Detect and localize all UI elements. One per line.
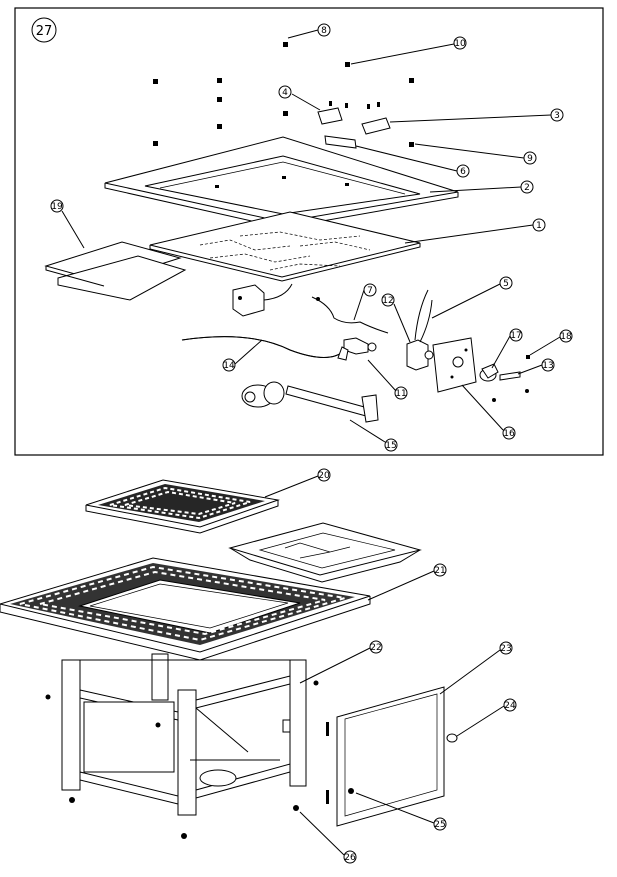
callout-4: 4 [278, 85, 321, 111]
svg-text:11: 11 [395, 389, 406, 399]
callout-11: 11 [367, 359, 408, 400]
svg-text:9: 9 [527, 154, 533, 164]
svg-text:24: 24 [504, 701, 516, 711]
callout-6: 6 [355, 145, 470, 178]
table-frame [45, 653, 319, 839]
svg-text:19: 19 [51, 202, 63, 212]
svg-text:10: 10 [454, 39, 466, 49]
callout-20: 20 [264, 468, 331, 498]
svg-text:8: 8 [321, 26, 327, 36]
svg-text:16: 16 [503, 429, 515, 439]
svg-text:4: 4 [282, 88, 288, 98]
callout-16: 16 [461, 384, 516, 440]
svg-text:12: 12 [382, 296, 393, 306]
svg-text:17: 17 [510, 331, 521, 341]
fire-pan [228, 522, 422, 583]
svg-text:5: 5 [503, 279, 509, 289]
center-grate [85, 479, 280, 534]
callout-15: 15 [349, 419, 398, 452]
svg-text:20: 20 [318, 471, 330, 481]
group-label: 27 [31, 17, 57, 43]
svg-text:6: 6 [460, 167, 466, 177]
callout-14: 14 [222, 339, 263, 372]
svg-text:18: 18 [560, 332, 572, 342]
svg-text:3: 3 [554, 111, 560, 121]
bracket-parts [317, 101, 391, 149]
svg-text:25: 25 [434, 820, 445, 830]
table-top [0, 557, 371, 661]
callout-3: 3 [389, 108, 564, 123]
callout-12: 12 [381, 293, 411, 343]
callout-18: 18 [529, 329, 573, 356]
callout-8: 8 [287, 23, 331, 39]
svg-text:22: 22 [370, 643, 381, 653]
svg-text:21: 21 [434, 566, 445, 576]
callout-22: 22 [299, 640, 383, 684]
callout-17: 17 [491, 328, 523, 369]
callout-13: 13 [517, 358, 555, 375]
callout-21: 21 [367, 563, 447, 601]
burner-plate [149, 211, 421, 282]
svg-text:1: 1 [536, 221, 542, 231]
callout-1: 1 [404, 218, 546, 244]
control-panel-parts [406, 289, 530, 402]
svg-text:2: 2 [524, 183, 530, 193]
svg-text:15: 15 [385, 441, 396, 451]
callout-19: 19 [50, 199, 85, 249]
svg-text:26: 26 [344, 853, 356, 863]
callout-23: 23 [439, 641, 513, 695]
callout-24: 24 [456, 698, 517, 737]
callout-2: 2 [429, 180, 534, 194]
cover-plate [44, 241, 187, 301]
svg-text:23: 23 [500, 644, 511, 654]
svg-text:27: 27 [36, 24, 53, 39]
callout-9: 9 [414, 143, 537, 165]
valve-and-hoses [181, 283, 389, 423]
svg-text:7: 7 [367, 286, 373, 296]
callout-26: 26 [299, 811, 357, 864]
callout-7: 7 [353, 283, 377, 321]
svg-text:14: 14 [223, 361, 235, 371]
callout-5: 5 [431, 276, 513, 319]
access-door [326, 686, 445, 827]
svg-text:13: 13 [542, 361, 553, 371]
callout-10: 10 [350, 36, 467, 65]
burner-pan [104, 136, 459, 229]
door-knob [446, 733, 458, 743]
burner-assembly-frame [14, 7, 604, 456]
callout-25: 25 [355, 792, 447, 831]
